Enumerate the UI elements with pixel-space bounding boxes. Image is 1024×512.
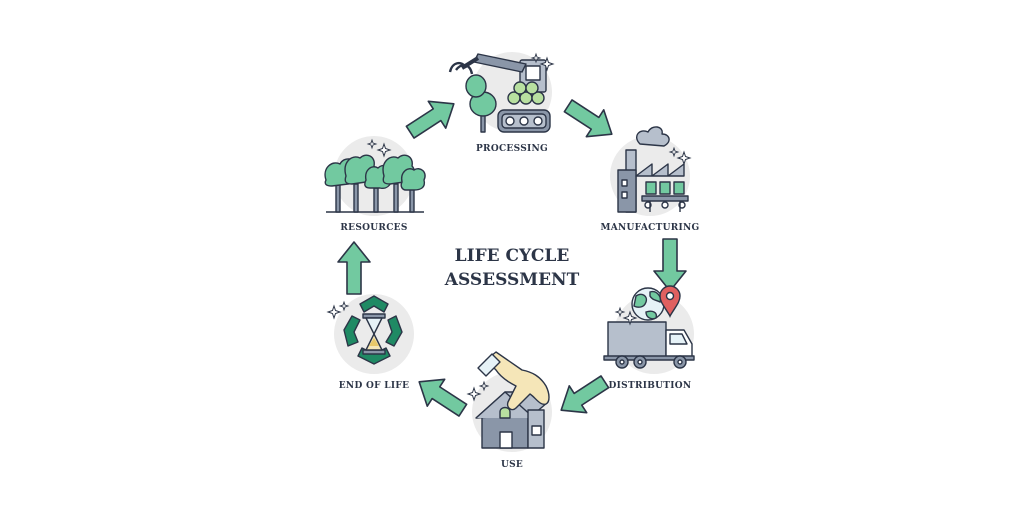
trees-icon	[324, 154, 426, 213]
arrow-manufacturing-to-distribution	[653, 238, 687, 292]
diagram-title: LIFE CYCLE ASSESSMENT	[445, 244, 579, 292]
manufacturing-illustration	[610, 126, 691, 216]
hourglass-icon	[362, 313, 386, 355]
hand-icon	[477, 351, 550, 411]
stage-label-use: USE	[500, 460, 524, 470]
stage-label-resources: RESOURCES	[340, 223, 408, 233]
stage-label-manufacturing: MANUFACTURING	[600, 223, 700, 233]
processing-illustration	[448, 52, 554, 133]
globe-icon	[631, 287, 665, 321]
arrow-end-of-life-to-resources	[337, 241, 371, 295]
arrow-distribution-to-use	[551, 367, 615, 425]
location-pin-icon	[659, 285, 681, 318]
excavator-icon	[448, 53, 551, 133]
use-illustration	[467, 351, 552, 452]
truck-icon	[603, 321, 695, 369]
arrow-processing-to-manufacturing	[558, 91, 622, 149]
arrow-resources-to-processing	[400, 89, 464, 147]
factory-icon	[617, 126, 689, 213]
end-of-life-illustration	[327, 294, 414, 374]
distribution-illustration	[603, 285, 695, 374]
resources-illustration	[324, 136, 426, 216]
stage-label-end-of-life: END OF LIFE	[338, 381, 410, 391]
title-line-2: ASSESSMENT	[444, 270, 580, 290]
stage-label-processing: PROCESSING	[475, 144, 549, 154]
arrow-use-to-end-of-life	[409, 367, 473, 425]
stage-label-distribution: DISTRIBUTION	[608, 381, 692, 391]
title-line-1: LIFE CYCLE	[454, 246, 570, 266]
